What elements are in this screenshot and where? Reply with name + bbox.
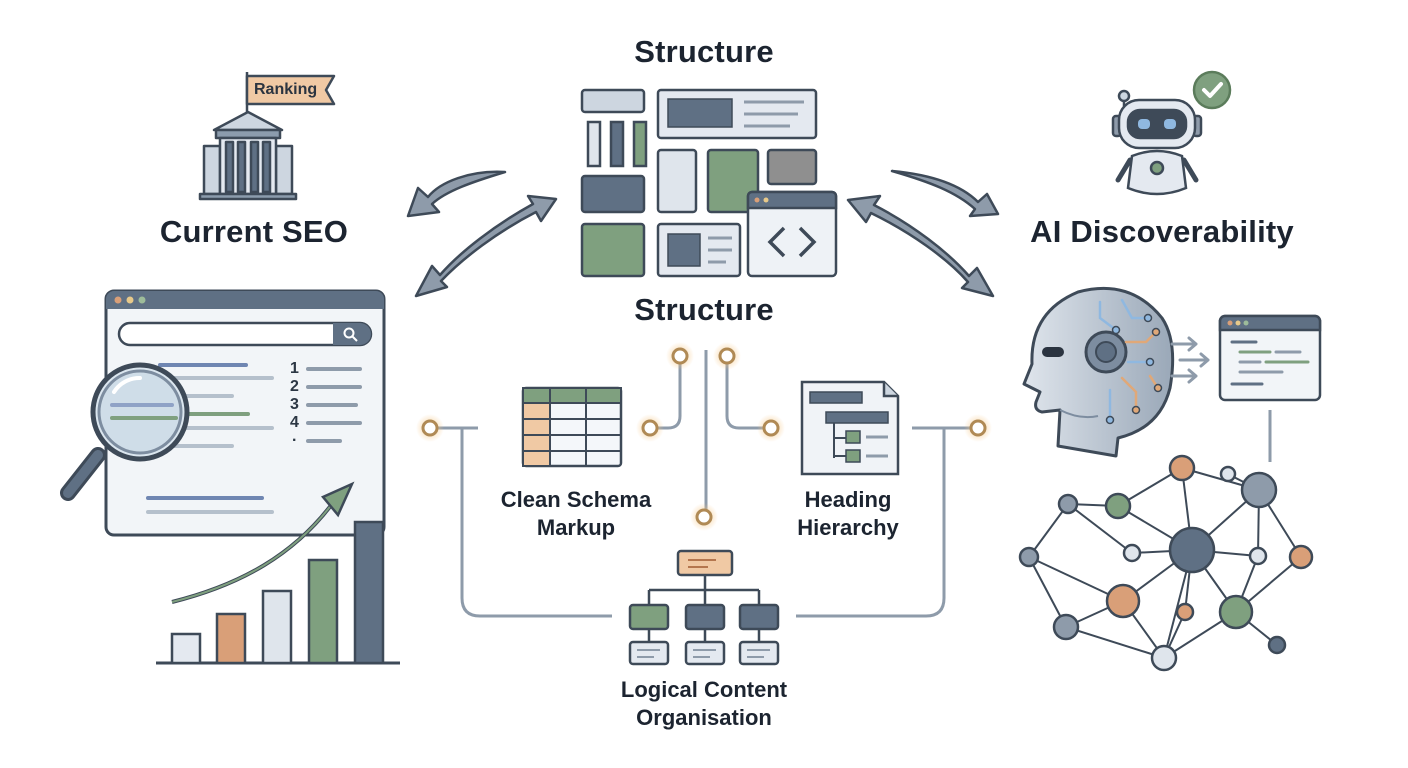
knowledge-graph-network — [1018, 454, 1314, 672]
magnifier-icon — [60, 362, 190, 501]
rank-number: . — [292, 428, 297, 445]
growth-bar-chart-icon — [156, 481, 400, 665]
ai-head-icon — [1022, 286, 1175, 458]
robot-icon — [1111, 70, 1232, 196]
logical-content-label: Logical Content Organisation — [620, 677, 788, 730]
rank-number: 1 — [290, 360, 299, 377]
rank-number: 2 — [290, 378, 299, 395]
current-seo-title: Current SEO — [159, 214, 349, 249]
schema-table-icon — [521, 386, 623, 468]
ranking-building-icon — [198, 72, 336, 201]
schema-markup-label: Clean Schema Markup — [500, 487, 652, 540]
rank-number: 3 — [290, 396, 299, 413]
search-results-window — [104, 289, 386, 537]
heading-hierarchy-document-icon — [800, 380, 900, 476]
search-icon — [343, 327, 355, 339]
data-flow-arrows — [1170, 336, 1210, 384]
ai-output-window — [1218, 314, 1322, 462]
structure-top-title: Structure — [634, 34, 774, 69]
heading-hierarchy-label: Heading Hierarchy — [797, 487, 899, 540]
connector-nodes — [416, 342, 992, 531]
flow-arrows — [406, 169, 1000, 298]
check-icon — [1192, 70, 1232, 110]
structure-center-title: Structure — [634, 292, 774, 327]
rank-number: 4 — [290, 414, 299, 431]
structure-layout-icon — [580, 88, 838, 278]
ranking-banner-label: Ranking — [254, 81, 318, 98]
content-organisation-tree-icon — [628, 549, 780, 666]
ai-discoverability-title: AI Discoverability — [1030, 214, 1294, 249]
